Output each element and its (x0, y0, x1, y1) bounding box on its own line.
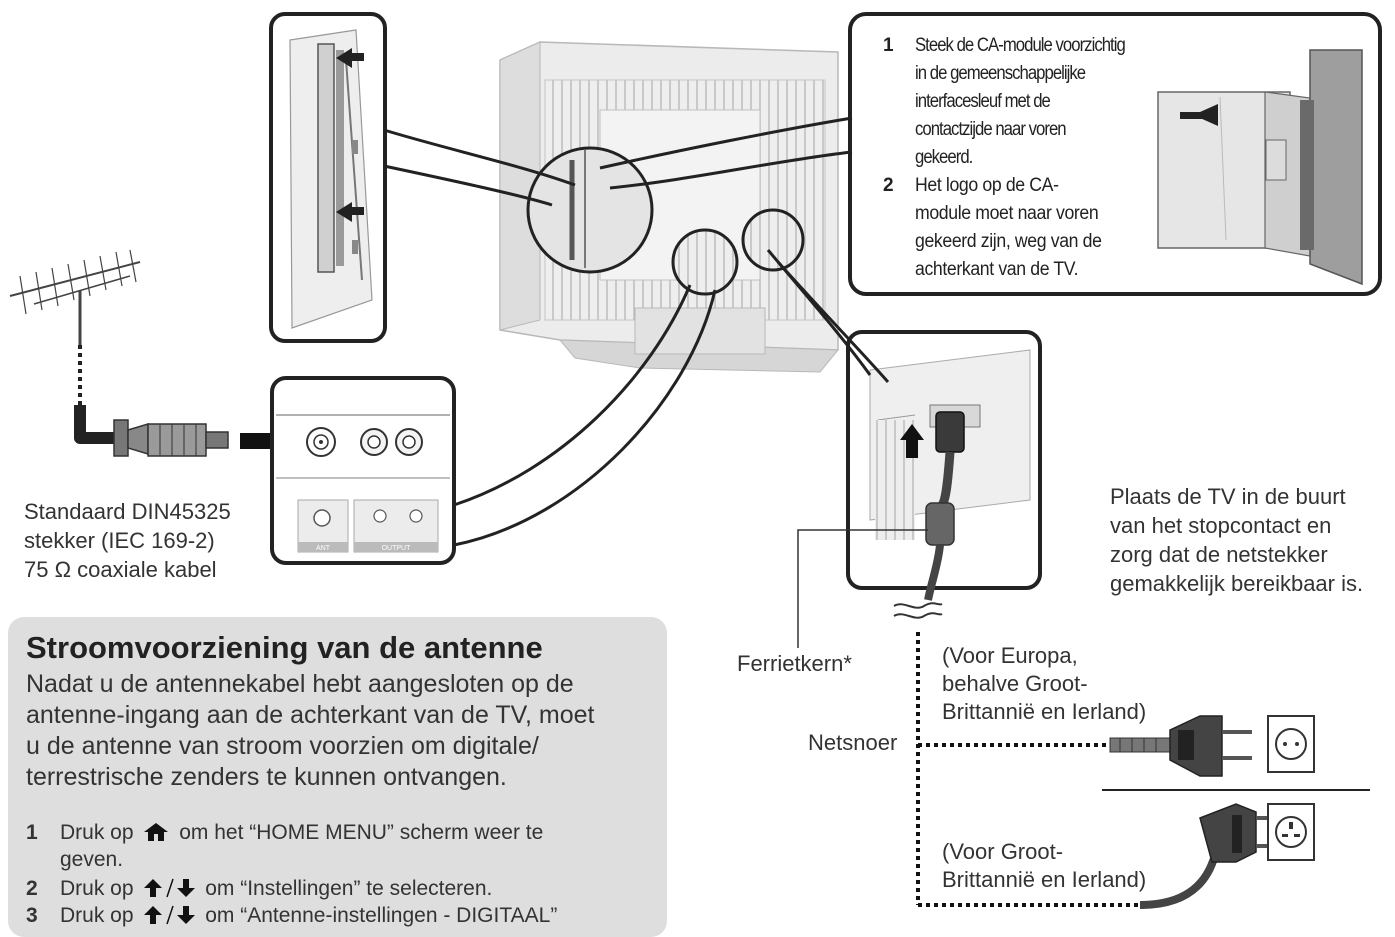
ac-input-closeup (846, 330, 1042, 601)
ca-step-1: 1 Steek de CA-module voorzichtig in de g… (883, 32, 1153, 172)
note-line: behalve Groot- (942, 671, 1088, 696)
antenna-terminal-closeup: ANT OUTPUT (270, 376, 456, 565)
step-text: Druk op (60, 821, 134, 844)
menu-step-3: 3 Druk op om “Antenne-instellingen - DIG… (26, 902, 557, 929)
note-line: (Voor Europa, (942, 643, 1078, 668)
ca-step-line: module moet naar voren (915, 203, 1099, 224)
ca-step-line: contactzijde naar voren (915, 119, 1067, 140)
panel-title: Stroomvoorziening van de antenne (26, 630, 543, 665)
ca-step-line: achterkant van de TV. (915, 259, 1079, 280)
antenna-caption: Standaard DIN45325 stekker (IEC 169-2) 7… (24, 497, 231, 584)
europe-plug-note: (Voor Europa, behalve Groot- Brittannië … (942, 642, 1146, 726)
body-line: antenne-ingang aan de achterkant van de … (26, 701, 595, 729)
step-text: Druk op (60, 877, 134, 900)
ci-slot-magnifier (526, 146, 654, 274)
step-number: 2 (26, 877, 38, 900)
euro-wall-socket (1267, 715, 1315, 773)
menu-step-1: 1 Druk op om het “HOME MENU” scherm weer… (26, 819, 543, 873)
connection-diagram: ANT OUTPUT (9, 12, 1382, 909)
uk-plug (1139, 803, 1270, 909)
note-line: van het stopcontact en (1110, 513, 1332, 538)
caption-line: 75 Ω coaxiale kabel (24, 557, 217, 582)
ant-terminal-label: ANT (316, 545, 331, 552)
ferrite-label: Ferrietkern* (737, 651, 852, 676)
note-line: Plaats de TV in de buurt (1110, 484, 1346, 509)
body-line: terrestrische zenders te kunnen ontvange… (26, 763, 507, 791)
ca-step-line: gekeerd. (915, 147, 973, 168)
antenna (9, 249, 141, 405)
note-line: gemakkelijk bereikbaar is. (1110, 571, 1364, 596)
step-number: 3 (26, 904, 38, 927)
uk-wall-socket (1267, 803, 1315, 861)
antenna-power-panel: Stroomvoorziening van de antenne Nadat u… (8, 617, 667, 937)
euro-plug (1109, 715, 1252, 777)
placement-note: Plaats de TV in de buurt van het stopcon… (1110, 482, 1363, 598)
up-down-arrow-icon (144, 905, 196, 925)
ca-step-line: in de gemeenschappelijke (915, 63, 1086, 84)
coax-plug (74, 405, 229, 457)
note-line: (Voor Groot- (942, 839, 1064, 864)
step-text: om “Instellingen” te selecteren. (205, 877, 493, 900)
power-cord-dotted (916, 632, 1140, 907)
body-line: Nadat u de antennekabel hebt aangesloten… (26, 670, 574, 698)
ca-step-number: 2 (883, 175, 894, 196)
ca-step-number: 1 (883, 35, 894, 56)
home-icon (144, 823, 169, 841)
caption-line: Standaard DIN45325 (24, 499, 231, 524)
step-text: Druk op (60, 904, 134, 927)
antenna-terminal-magnifier (671, 228, 739, 296)
step-text: om het “HOME MENU” scherm weer te (179, 821, 544, 844)
ac-input-magnifier (741, 208, 805, 272)
ca-step-line: Steek de CA-module voorzichtig (915, 35, 1126, 56)
cable-break-symbol (893, 602, 943, 619)
step-text: om “Antenne-instellingen - DIGITAAL” (205, 904, 558, 927)
ca-step-line: interfacesleuf met de (915, 91, 1051, 112)
ca-module-panel (848, 12, 1382, 296)
step-number: 1 (26, 821, 38, 844)
body-line: u de antenne van stroom voorzien om digi… (26, 732, 539, 760)
note-line: zorg dat de netstekker (1110, 542, 1328, 567)
ferrite-leader (797, 529, 928, 648)
note-line: Brittannië en Ierland) (942, 867, 1147, 892)
ca-step-line: Het logo op de CA- (915, 175, 1059, 196)
uk-plug-note: (Voor Groot- Brittannië en Ierland) (942, 838, 1146, 894)
output-terminal-label: OUTPUT (382, 545, 412, 552)
panel-body: Nadat u de antennekabel hebt aangesloten… (26, 669, 594, 793)
note-line: Brittannië en Ierland) (942, 699, 1147, 724)
power-cord-label: Netsnoer (808, 730, 898, 755)
ca-step-line: gekeerd zijn, weg van de (915, 231, 1102, 252)
ci-slot-closeup (269, 12, 387, 343)
step-text: geven. (60, 848, 124, 871)
up-down-arrow-icon (144, 878, 196, 898)
ca-step-2: 2 Het logo op de CA- module moet naar vo… (883, 172, 1116, 284)
caption-line: stekker (IEC 169-2) (24, 528, 215, 553)
menu-step-2: 2 Druk op om “Instellingen” te selectere… (26, 875, 492, 902)
